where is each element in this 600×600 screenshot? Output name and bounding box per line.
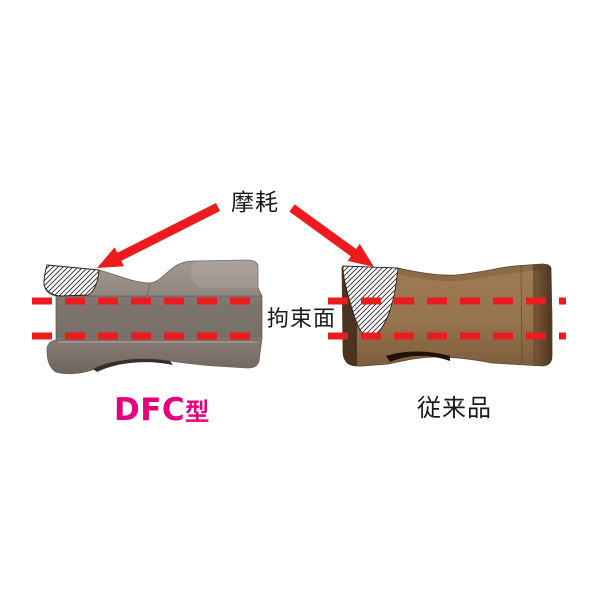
conventional-insert-facet-lines	[520, 265, 535, 365]
wear-arrowhead-left	[97, 247, 124, 268]
dfc-type-name: DFC	[114, 392, 186, 428]
dfc-insert-mid-band	[56, 296, 262, 338]
constraint-surface-label: 拘束面	[267, 307, 337, 332]
dfc-insert-plateau-highlight	[190, 260, 258, 288]
wear-arrow-left	[97, 202, 221, 268]
dfc-insert-facet-lines	[56, 282, 262, 341]
dfc-insert-illustration	[43, 259, 263, 375]
dfc-wear-hatch	[43, 264, 100, 297]
conventional-insert-illustration	[341, 263, 553, 367]
conventional-insert-bottom-notch	[386, 351, 450, 362]
dfc-insert-bottom-notch	[93, 358, 173, 372]
dfc-insert-body	[43, 259, 263, 375]
conventional-product-label: 従来品	[417, 394, 492, 422]
wear-arrows	[97, 202, 374, 268]
wear-arrow-right	[289, 204, 374, 267]
conventional-insert-right-face	[533, 264, 552, 366]
constraint-surface-lines	[32, 297, 566, 340]
dfc-type-suffix: 型	[185, 398, 210, 426]
wear-label: 摩耗	[231, 190, 279, 216]
wear-arrowhead-right	[347, 243, 374, 267]
